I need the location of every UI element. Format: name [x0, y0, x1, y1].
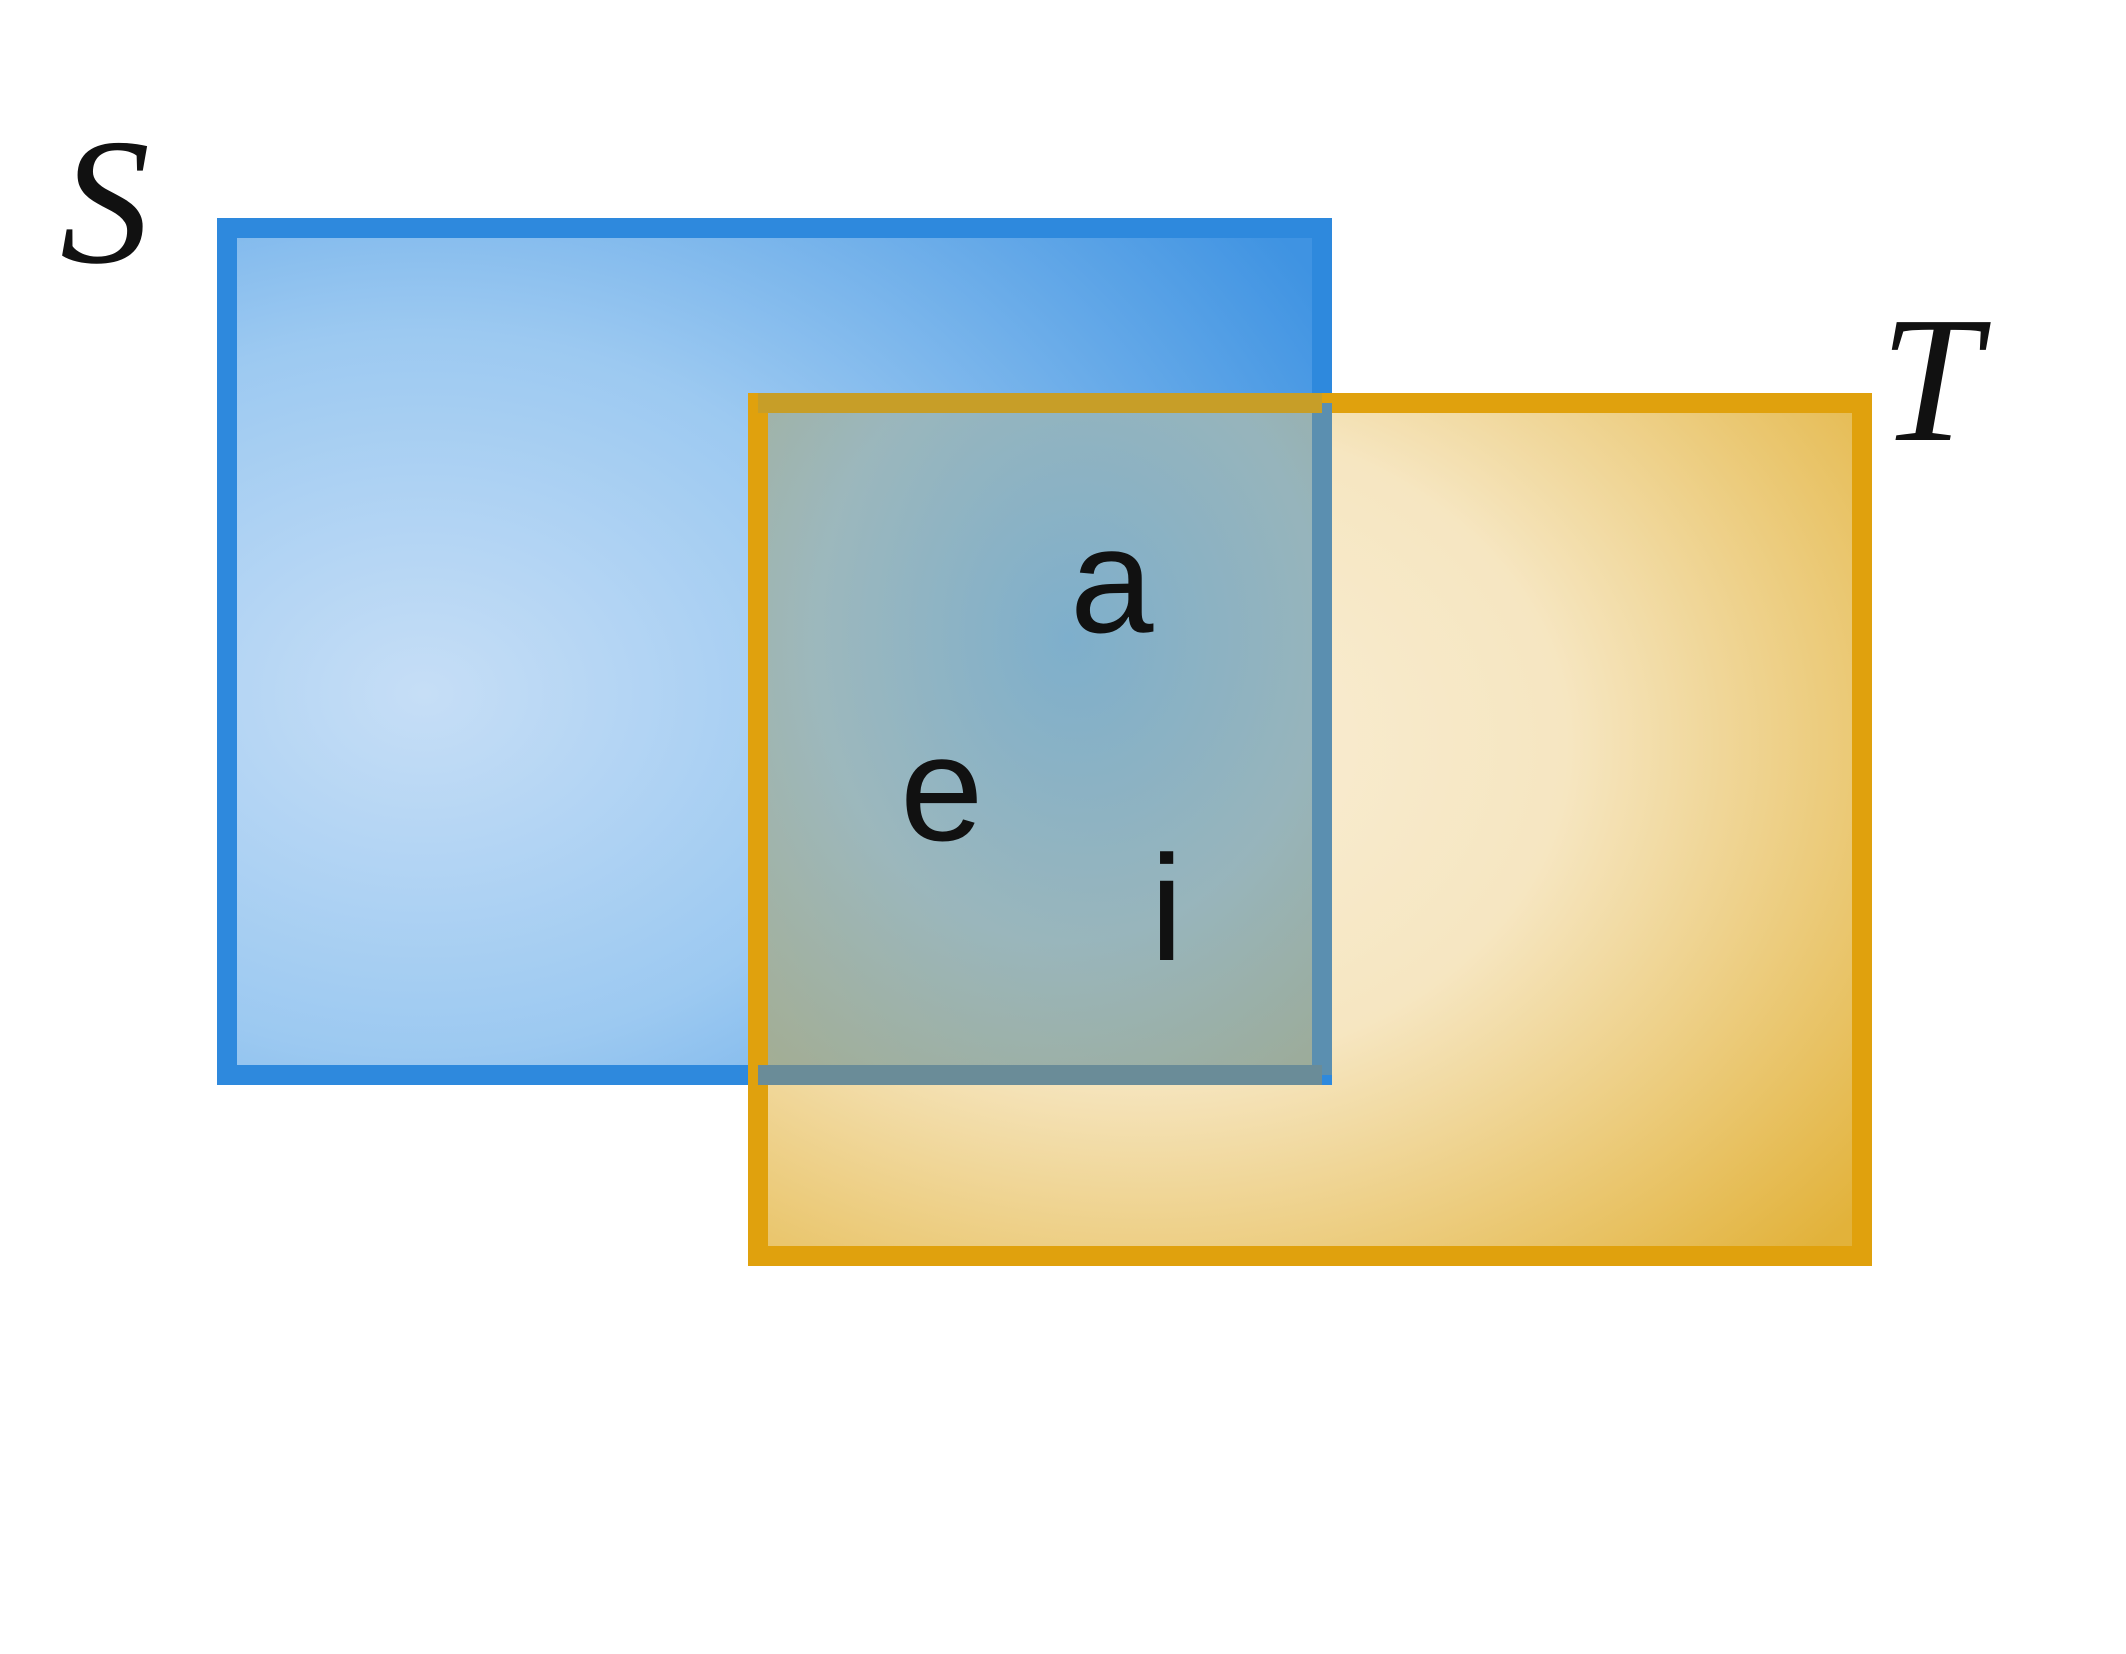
intersection-region	[758, 403, 1322, 1075]
element-e: e	[900, 704, 983, 872]
element-i: i	[1150, 824, 1183, 992]
set-t-label: T	[1880, 280, 1991, 479]
set-s-label: S	[60, 102, 150, 301]
element-a: a	[1070, 496, 1154, 664]
